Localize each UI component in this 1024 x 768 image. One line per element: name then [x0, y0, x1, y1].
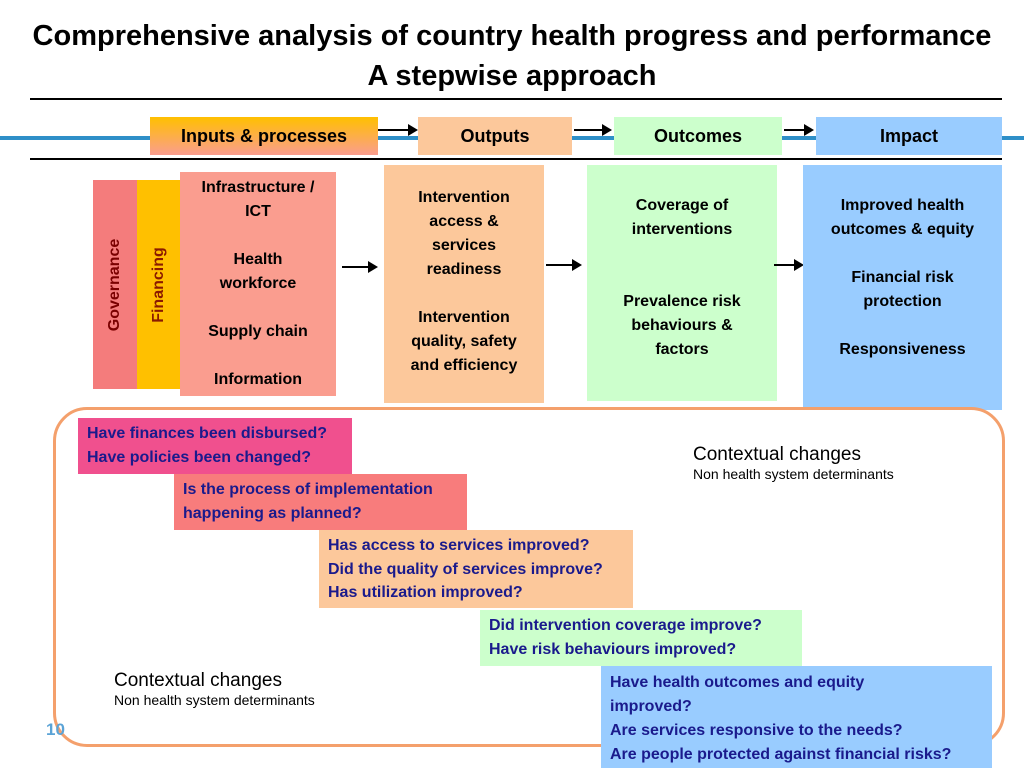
context-subtitle: Non health system determinants: [114, 692, 315, 708]
question-text: Is the process of implementation: [183, 481, 433, 498]
context-subtitle: Non health system determinants: [693, 466, 894, 482]
stage-impact-label: Impact: [879, 125, 939, 146]
input-item-infrastructure: Infrastructure / ICT: [201, 179, 315, 220]
question-text: Are people protected against financial r…: [610, 746, 952, 763]
question-box-coverage: Did intervention coverage improve? Have …: [480, 610, 802, 666]
input-item-information: Information: [214, 371, 302, 388]
question-text: improved?: [610, 698, 692, 715]
input-item-workforce: Health workforce: [219, 251, 297, 292]
stage-outputs-header: Outputs: [418, 117, 572, 155]
slide-number: 10: [46, 720, 65, 739]
question-box-access: Has access to services improved? Did the…: [319, 530, 633, 608]
outputs-box: Intervention access & services readiness…: [384, 165, 544, 403]
stage-impact-header: Impact: [816, 117, 1002, 155]
outcome-item-coverage: Coverage of interventions: [631, 197, 733, 238]
page-subtitle: A stepwise approach: [367, 60, 657, 92]
question-text: Did intervention coverage improve?: [489, 617, 762, 634]
stage-inputs-header: Inputs & processes: [150, 117, 378, 155]
financing-label: Financing: [150, 246, 167, 323]
inputs-box: Infrastructure / ICT Health workforce Su…: [180, 172, 336, 396]
question-text: Are services responsive to the needs?: [610, 722, 903, 739]
impact-box: Improved health outcomes & equity Financ…: [803, 165, 1002, 410]
question-text: Have finances been disbursed?: [87, 425, 328, 442]
stage-outcomes-header: Outcomes: [614, 117, 782, 155]
output-item-access: Intervention access & services readiness: [418, 189, 510, 278]
governance-bar: Governance: [93, 180, 138, 389]
question-text: happening as planned?: [183, 505, 362, 522]
input-item-supply-chain: Supply chain: [208, 323, 308, 340]
output-item-quality: Intervention quality, safety and efficie…: [410, 309, 518, 374]
question-text: Did the quality of services improve?: [328, 560, 603, 578]
stage-outcomes-label: Outcomes: [653, 125, 743, 146]
question-text: Has utilization improved?: [328, 584, 523, 601]
impact-item-health-outcomes: Improved health outcomes & equity: [830, 197, 975, 238]
impact-item-responsiveness: Responsiveness: [839, 341, 966, 358]
question-text: Have risk behaviours improved?: [489, 641, 737, 658]
question-box-implementation: Is the process of implementation happeni…: [174, 474, 467, 530]
page-title: Comprehensive analysis of country health…: [32, 20, 992, 52]
outcomes-box: Coverage of interventions Prevalence ris…: [587, 165, 777, 401]
outcome-item-risk-behaviours: Prevalence risk behaviours & factors: [623, 293, 741, 358]
context-title: Contextual changes: [693, 444, 861, 465]
financing-bar: Financing: [137, 180, 181, 389]
question-box-impact: Have health outcomes and equity improved…: [601, 666, 992, 768]
question-text: Has access to services improved?: [328, 537, 590, 554]
top-rule: [30, 98, 1002, 100]
governance-label: Governance: [106, 238, 124, 331]
question-text: Have policies been changed?: [87, 449, 312, 466]
stage-outputs-label: Outputs: [460, 125, 530, 146]
question-text: Have health outcomes and equity: [610, 674, 865, 691]
question-box-finances: Have finances been disbursed? Have polic…: [78, 418, 352, 474]
context-note-left: Contextual changes Non health system det…: [114, 670, 315, 708]
bottom-rule: [30, 158, 1002, 160]
questions-frame: [53, 407, 1005, 747]
impact-item-financial-protection: Financial risk protection: [851, 269, 954, 310]
context-note-right: Contextual changes Non health system det…: [693, 444, 894, 482]
stage-inputs-label: Inputs & processes: [180, 125, 348, 146]
context-title: Contextual changes: [114, 670, 282, 691]
